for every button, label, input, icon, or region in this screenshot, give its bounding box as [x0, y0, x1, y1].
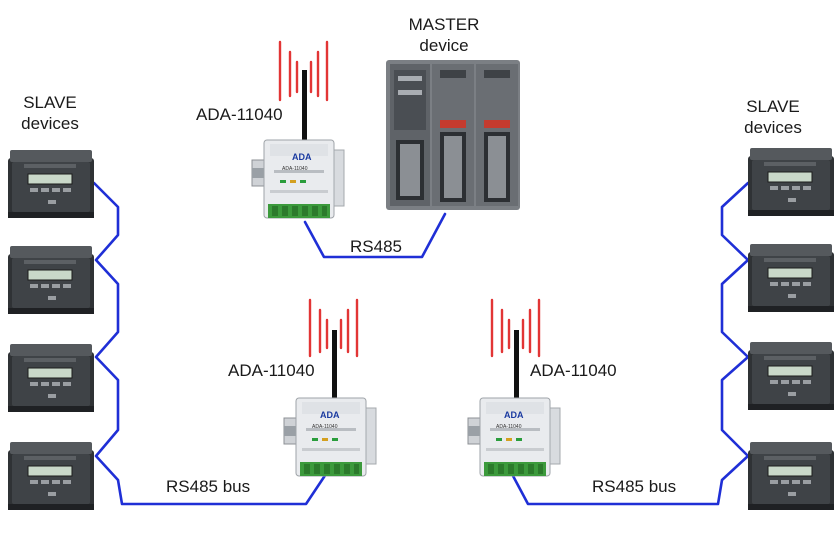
converter-right: ADA ADA-11040	[467, 298, 561, 477]
slave-left-label-line2: devices	[21, 114, 79, 133]
slave-left-label-line1: SLAVE	[23, 93, 77, 112]
slave-right-label: SLAVE devices	[728, 96, 818, 138]
slave-left-label: SLAVE devices	[8, 92, 92, 134]
converter-top-brand: ADA	[292, 152, 312, 162]
bus-right-label: RS485 bus	[592, 477, 677, 496]
converter-left: ADA ADA-11040	[283, 298, 377, 477]
master-label-line2: device	[419, 36, 469, 55]
slave-right-label-line1: SLAVE	[746, 97, 800, 116]
converter-left-model: ADA-11040	[312, 424, 338, 430]
slave-device-right-4	[747, 441, 835, 511]
bus-left-label: RS485 bus	[166, 477, 251, 496]
slave-device-right-2	[747, 243, 835, 313]
converter-right-label: ADA-11040	[530, 361, 617, 380]
bus-left-wire	[92, 181, 328, 506]
slave-device-right-1	[747, 147, 835, 217]
converter-left-label: ADA-11040	[228, 361, 315, 380]
converter-top-model: ADA-11040	[282, 166, 308, 172]
converter-top: ADA ADA-11040	[251, 40, 345, 219]
slave-device-right-3	[747, 341, 835, 411]
master-plc-device	[386, 60, 520, 210]
slave-device-left-1	[7, 149, 95, 219]
slave-device-left-2	[7, 245, 95, 315]
rs485-master-wire	[303, 212, 447, 259]
converter-top-label: ADA-11040	[196, 105, 283, 124]
converter-right-brand: ADA	[504, 410, 524, 420]
slave-right-label-line2: devices	[744, 118, 802, 137]
converter-right-model: ADA-11040	[496, 424, 522, 430]
converter-left-brand: ADA	[320, 410, 340, 420]
master-label: MASTER device	[404, 14, 484, 56]
rs485-master-label: RS485	[350, 237, 402, 256]
slave-device-left-3	[7, 343, 95, 413]
bus-right-wire	[510, 181, 750, 506]
master-label-line1: MASTER	[408, 15, 480, 34]
slave-device-left-4	[7, 441, 95, 511]
